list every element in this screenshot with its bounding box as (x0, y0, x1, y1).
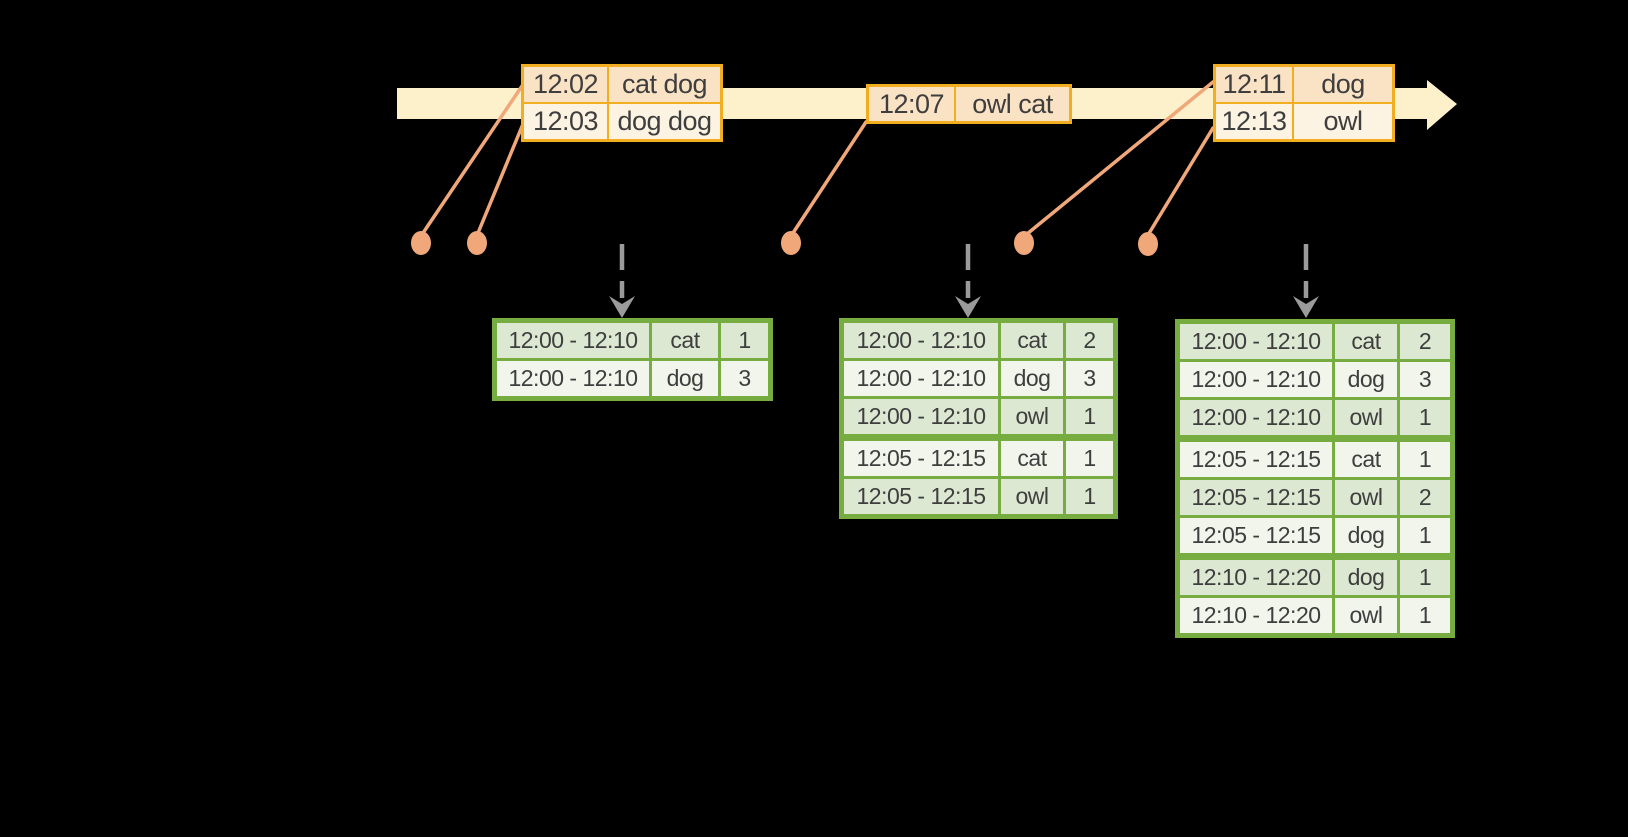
word-cell: dog (649, 358, 721, 400)
connector-line (791, 120, 868, 235)
count-cell: 2 (1397, 320, 1454, 362)
word-cell: cat (1332, 320, 1400, 362)
count-cell: 1 (1397, 553, 1454, 598)
result-row: 12:05 - 12:15 cat 1 (1176, 435, 1454, 480)
word-cell: owl (998, 476, 1066, 518)
event-dot (781, 231, 801, 255)
window-cell: 12:00 - 12:10 (840, 396, 1001, 439)
result-row: 12:05 - 12:15 owl 2 (1176, 477, 1454, 518)
window-cell: 12:05 - 12:15 (1176, 515, 1335, 558)
word-cell: cat (1332, 435, 1400, 480)
count-cell: 3 (1397, 359, 1454, 400)
result-row: 12:00 - 12:10 owl 1 (840, 396, 1117, 439)
result-row: 12:00 - 12:10 owl 1 (1176, 397, 1454, 440)
count-cell: 1 (1397, 595, 1454, 637)
word-cell: owl (1332, 397, 1400, 440)
result-row: 12:05 - 12:15 owl 1 (840, 476, 1117, 518)
count-cell: 1 (1397, 397, 1454, 440)
result-row: 12:05 - 12:15 dog 1 (1176, 515, 1454, 558)
result-row: 12:10 - 12:20 owl 1 (1176, 595, 1454, 637)
result-row: 12:00 - 12:10 dog 3 (493, 358, 772, 400)
event-words-cell: cat dog (609, 67, 720, 102)
result-row: 12:00 - 12:10 cat 1 (493, 319, 772, 361)
word-cell: owl (998, 396, 1066, 439)
event-time-cell: 12:03 (524, 104, 607, 139)
word-cell: dog (1332, 553, 1400, 598)
window-cell: 12:10 - 12:20 (1176, 553, 1335, 598)
count-cell: 2 (1397, 477, 1454, 518)
result-row: 12:10 - 12:20 dog 1 (1176, 553, 1454, 598)
result-row: 12:00 - 12:10 dog 3 (1176, 359, 1454, 400)
event-table-1: 12:02 cat dog 12:03 dog dog (521, 64, 723, 142)
count-cell: 1 (1063, 396, 1117, 439)
trigger-arrowhead-icon (1293, 296, 1319, 318)
timeline-arrowhead-icon (1427, 80, 1457, 130)
connector-line (1025, 80, 1215, 236)
event-words-cell: dog (1294, 67, 1392, 102)
count-cell: 1 (718, 319, 772, 361)
event-time-cell: 12:13 (1216, 104, 1292, 139)
window-cell: 12:10 - 12:20 (1176, 595, 1335, 637)
window-cell: 12:00 - 12:10 (840, 319, 1001, 361)
window-cell: 12:00 - 12:10 (1176, 320, 1335, 362)
event-time-cell: 12:02 (524, 67, 607, 102)
connector-line (1146, 126, 1215, 237)
count-cell: 1 (1397, 435, 1454, 480)
word-cell: cat (998, 434, 1066, 479)
word-cell: dog (1332, 515, 1400, 558)
count-cell: 1 (1063, 434, 1117, 479)
result-row: 12:05 - 12:15 cat 1 (840, 434, 1117, 479)
event-dot (1014, 231, 1034, 255)
word-cell: cat (649, 319, 721, 361)
event-time-cell: 12:07 (869, 87, 954, 121)
window-cell: 12:00 - 12:10 (1176, 359, 1335, 400)
window-cell: 12:05 - 12:15 (1176, 477, 1335, 518)
event-dot (1138, 232, 1158, 256)
word-cell: owl (1332, 477, 1400, 518)
connector-line (476, 122, 525, 235)
window-cell: 12:05 - 12:15 (1176, 435, 1335, 480)
word-cell: dog (998, 358, 1066, 399)
count-cell: 3 (718, 358, 772, 400)
result-row: 12:00 - 12:10 cat 2 (840, 319, 1117, 361)
event-time-cell: 12:11 (1216, 67, 1292, 102)
result-table-1: 12:00 - 12:10 cat 1 12:00 - 12:10 dog 3 (492, 318, 773, 401)
word-cell: owl (1332, 595, 1400, 637)
event-table-2: 12:07 owl cat (866, 84, 1072, 124)
result-table-2: 12:00 - 12:10 cat 2 12:00 - 12:10 dog 3 … (839, 318, 1118, 519)
event-words-cell: owl cat (956, 87, 1069, 121)
count-cell: 2 (1063, 319, 1117, 361)
event-dot (411, 231, 431, 255)
result-row: 12:00 - 12:10 cat 2 (1176, 320, 1454, 362)
result-row: 12:00 - 12:10 dog 3 (840, 358, 1117, 399)
trigger-arrowhead-icon (955, 296, 981, 318)
window-cell: 12:00 - 12:10 (840, 358, 1001, 399)
window-cell: 12:00 - 12:10 (493, 319, 652, 361)
count-cell: 1 (1397, 515, 1454, 558)
count-cell: 1 (1063, 476, 1117, 518)
event-table-3: 12:11 dog 12:13 owl (1213, 64, 1395, 142)
window-cell: 12:05 - 12:15 (840, 476, 1001, 518)
result-table-3: 12:00 - 12:10 cat 2 12:00 - 12:10 dog 3 … (1175, 319, 1455, 638)
word-cell: cat (998, 319, 1066, 361)
window-cell: 12:00 - 12:10 (493, 358, 652, 400)
word-cell: dog (1332, 359, 1400, 400)
connector-line (421, 84, 524, 235)
trigger-arrowhead-icon (609, 296, 635, 318)
event-words-cell: owl (1294, 104, 1392, 139)
window-cell: 12:00 - 12:10 (1176, 397, 1335, 440)
event-dot (467, 231, 487, 255)
window-cell: 12:05 - 12:15 (840, 434, 1001, 479)
event-words-cell: dog dog (609, 104, 720, 139)
count-cell: 3 (1063, 358, 1117, 399)
